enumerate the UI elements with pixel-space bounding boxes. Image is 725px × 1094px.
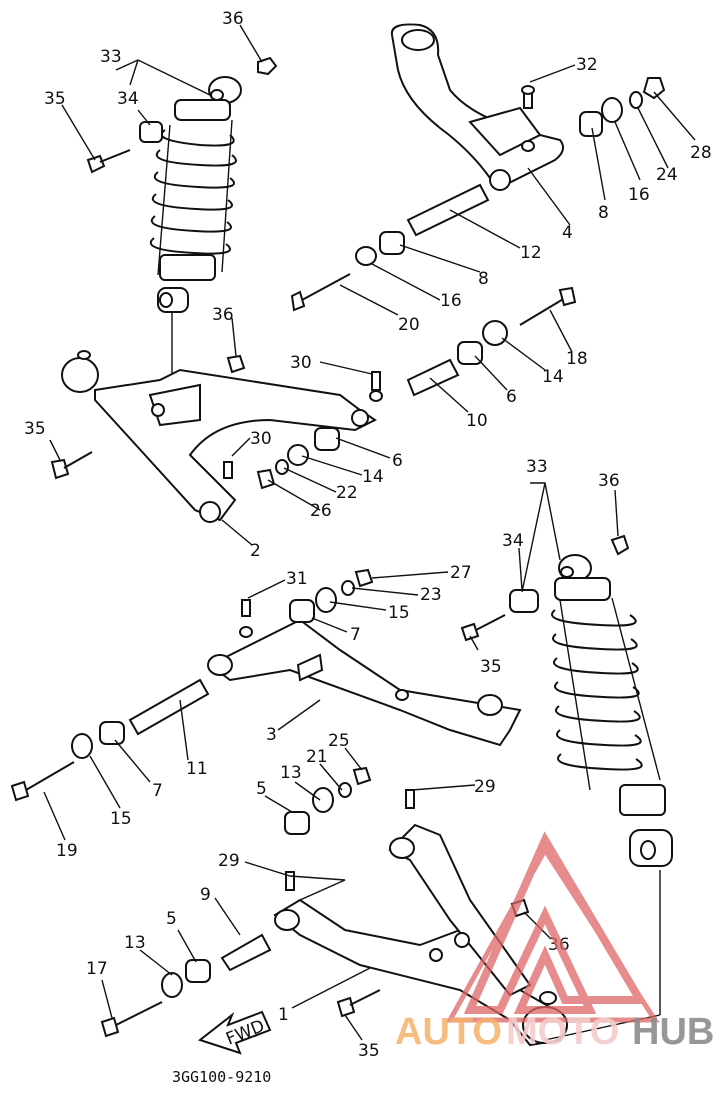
callout-5-upper: 5 (256, 779, 267, 799)
callout-17: 17 (86, 959, 108, 979)
callout-33-right: 33 (526, 457, 548, 477)
callout-15-lower: 15 (110, 809, 132, 829)
watermark-mark-icon (463, 831, 648, 1014)
callout-22: 22 (336, 483, 358, 503)
upper-left-shock-hardware (86, 56, 278, 174)
callout-24: 24 (656, 165, 678, 185)
middle-arm-hardware (50, 341, 483, 490)
callout-21: 21 (306, 747, 328, 767)
callout-11: 11 (186, 759, 208, 779)
callout-36-top: 36 (222, 9, 244, 29)
callout-35-right: 35 (480, 657, 502, 677)
callout-12: 12 (520, 243, 542, 263)
callout-36-mid: 36 (212, 305, 234, 325)
callout-8-right: 8 (598, 203, 609, 223)
callout-20: 20 (398, 315, 420, 335)
callout-8-mid: 8 (478, 269, 489, 289)
callout-13-lower: 13 (124, 933, 146, 953)
callout-6-upper: 6 (506, 387, 517, 407)
callout-32: 32 (576, 55, 598, 75)
callout-7-lower: 7 (152, 781, 163, 801)
callout-23: 23 (420, 585, 442, 605)
callout-36-right: 36 (598, 471, 620, 491)
watermark-triangle-icon (445, 845, 660, 1023)
callout-29-left: 29 (218, 851, 240, 871)
callout-3: 3 (266, 725, 277, 745)
watermark-word-moto: MOTO (506, 1011, 619, 1053)
callout-16-right: 16 (628, 185, 650, 205)
callout-14-lower: 14 (362, 467, 384, 487)
callout-31: 31 (286, 569, 308, 589)
callout-2: 2 (250, 541, 261, 561)
callout-13-upper: 13 (280, 763, 302, 783)
watermark-word-auto: AUTO (395, 1011, 502, 1053)
callout-26: 26 (310, 501, 332, 521)
callout-33-top: 33 (100, 47, 122, 67)
callout-34-top: 34 (117, 89, 139, 109)
callout-25: 25 (328, 731, 350, 751)
watermark-logo (445, 831, 660, 1023)
callout-30-upper: 30 (290, 353, 312, 373)
lower-arm-bottom-hardware (100, 766, 661, 1041)
watermark-text: AUTO MOTO HUB (395, 1011, 714, 1053)
callout-28: 28 (690, 143, 712, 163)
watermark-word-hub: HUB (632, 1011, 714, 1053)
callout-9: 9 (200, 885, 211, 905)
callout-19: 19 (56, 841, 78, 861)
callout-labels: 36 33 34 35 32 8 16 24 28 4 12 8 16 20 1… (24, 9, 712, 1061)
forward-direction-marker: FWD (197, 1010, 272, 1055)
callout-35-top: 35 (44, 89, 66, 109)
lower-arm-upper (207, 599, 522, 747)
callout-15-upper: 15 (388, 603, 410, 623)
callout-1: 1 (278, 1005, 289, 1025)
callout-35-bottom: 35 (358, 1041, 380, 1061)
callout-29-right: 29 (474, 777, 496, 797)
upper-left-shock-absorber (149, 76, 242, 390)
leader-lines (43, 24, 696, 1041)
callout-5-lower: 5 (166, 909, 177, 929)
callout-10: 10 (466, 411, 488, 431)
right-shock-absorber (460, 534, 673, 1015)
callout-16-mid: 16 (440, 291, 462, 311)
callout-7-upper: 7 (350, 625, 361, 645)
callout-14-upper: 14 (542, 367, 564, 387)
callout-4: 4 (562, 223, 573, 243)
callout-30-lower: 30 (250, 429, 272, 449)
middle-arm (61, 350, 383, 523)
callout-27: 27 (450, 563, 472, 583)
drawing-code: 3GG100-9210 (172, 1068, 271, 1086)
callout-34-right: 34 (502, 531, 524, 551)
callout-35-mid: 35 (24, 419, 46, 439)
callout-6-lower: 6 (392, 451, 403, 471)
callout-18: 18 (566, 349, 588, 369)
lower-arm-bottom (273, 789, 568, 1047)
upper-right-arm (390, 23, 565, 191)
upper-right-arm-hardware (290, 77, 666, 346)
